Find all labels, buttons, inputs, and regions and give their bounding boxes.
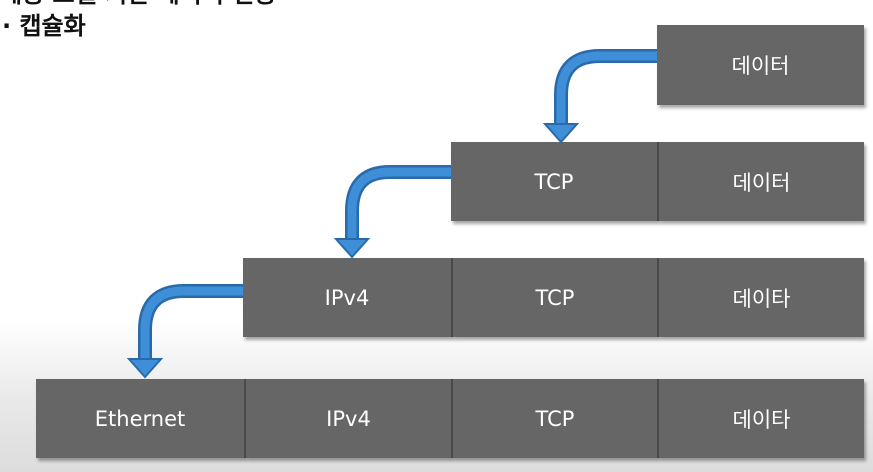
arrow-row2-to-row3 [333,165,451,259]
row3-data-block: 데이타 [659,258,864,337]
row4-tcp-block: TCP [453,379,659,458]
row1-data-block: 데이터 [657,25,864,105]
row3-tcp-block: TCP [453,258,659,337]
row3-ipv4-block: IPv4 [243,258,453,337]
section-subtitle: · 캡슐화 [2,12,86,40]
arrow-row1-to-row2 [542,49,657,144]
row4-data-block: 데이타 [659,379,864,458]
row2-tcp-block: TCP [451,142,659,221]
page-title: 계층 모델 기반 데이터 전송 [0,0,276,9]
row4-ipv4-block: IPv4 [246,379,453,458]
row2-data-block: 데이터 [659,142,864,221]
row4-ethernet-block: Ethernet [36,379,246,458]
arrow-row3-to-row4 [126,284,243,379]
